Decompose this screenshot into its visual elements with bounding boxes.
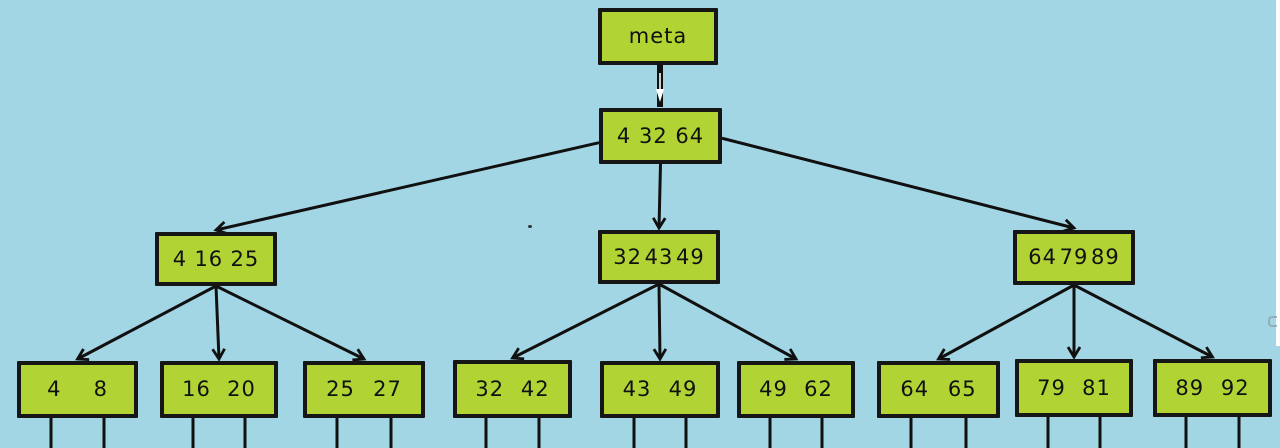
node-key: 81 bbox=[1082, 375, 1111, 400]
node-key: 43 bbox=[622, 377, 652, 401]
node-key: 89 bbox=[1090, 245, 1120, 269]
node-key: 64 bbox=[1028, 245, 1058, 269]
node-key: 64 bbox=[900, 377, 930, 401]
node-key: 4 bbox=[47, 377, 62, 401]
right-edge-white-strip bbox=[1276, 0, 1280, 346]
meta-arrowhead bbox=[656, 89, 664, 102]
edge-n-32-43-49-leaf-43-49 bbox=[652, 283, 668, 362]
node-key: 49 bbox=[759, 377, 788, 401]
node-key: 49 bbox=[668, 377, 698, 401]
node-key: 64 bbox=[675, 123, 705, 148]
node-key: 65 bbox=[947, 377, 977, 401]
node-key: 32 bbox=[613, 244, 643, 269]
edge-root-n-4-16-25 bbox=[213, 141, 600, 235]
edge-root-n-64-79-89 bbox=[721, 136, 1077, 233]
btree-node-leaf-79-81: 79 81 bbox=[1015, 359, 1133, 417]
node-key: 79 bbox=[1059, 245, 1089, 269]
node-key: 20 bbox=[227, 377, 256, 401]
edge-root-n-32-43-49 bbox=[652, 163, 667, 231]
edge-n-4-16-25-leaf-4-8 bbox=[75, 284, 217, 362]
edge-n-64-79-89-leaf-64-65 bbox=[936, 283, 1075, 361]
node-key: 92 bbox=[1220, 375, 1250, 400]
edge-n-32-43-49-leaf-49-62 bbox=[658, 282, 799, 361]
node-key: 8 bbox=[93, 377, 108, 401]
btree-node-leaf-32-42: 32 42 bbox=[453, 360, 572, 418]
node-key: 25 bbox=[326, 377, 355, 401]
btree-node-leaf-64-65: 64 65 bbox=[877, 361, 1000, 418]
btree-node-leaf-43-49: 43 49 bbox=[600, 361, 720, 418]
node-key: 32 bbox=[475, 376, 505, 401]
node-key: 4 bbox=[616, 123, 632, 148]
btree-node-leaf-89-92: 89 92 bbox=[1153, 359, 1272, 417]
node-key: 89 bbox=[1175, 375, 1205, 400]
ink-dot-artifact bbox=[528, 225, 532, 228]
node-key: 79 bbox=[1037, 375, 1066, 400]
node-key: 42 bbox=[520, 376, 550, 401]
btree-node-leaf-25-27: 25 27 bbox=[303, 361, 425, 418]
node-key: 62 bbox=[804, 377, 833, 401]
edge-n-4-16-25-leaf-25-27 bbox=[215, 284, 367, 362]
node-key: 49 bbox=[675, 244, 705, 269]
node-key: 43 bbox=[644, 244, 674, 269]
edge-n-32-43-49-leaf-32-42 bbox=[510, 282, 660, 361]
btree-node-leaf-49-62: 49 62 bbox=[737, 361, 855, 418]
node-key: meta bbox=[628, 24, 688, 48]
edge-n-4-16-25-leaf-16-20 bbox=[211, 285, 226, 362]
node-key: 4 bbox=[172, 246, 188, 271]
btree-node-meta: meta bbox=[598, 8, 718, 65]
node-key: 32 bbox=[638, 123, 668, 148]
right-edge-gray-mark bbox=[1268, 316, 1277, 327]
node-key: 16 bbox=[194, 246, 224, 271]
node-key: 16 bbox=[182, 377, 211, 401]
node-key: 25 bbox=[230, 246, 260, 271]
node-key: 27 bbox=[373, 377, 402, 401]
edge-n-64-79-89-leaf-89-92 bbox=[1073, 283, 1215, 360]
